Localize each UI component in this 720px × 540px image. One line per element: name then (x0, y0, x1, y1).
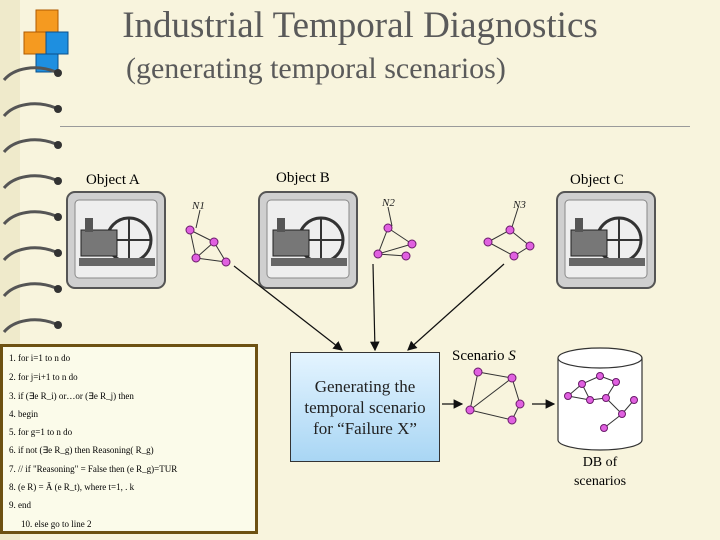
database-label: DB of scenarios (573, 455, 627, 489)
binder-hole-icon (54, 213, 62, 221)
algo-line: 9. end (9, 500, 31, 510)
algo-line: 4. begin (9, 409, 38, 419)
algo-line: 7. // if "Reasoning" = False then (e R_g… (9, 464, 178, 474)
slide-subtitle: (generating temporal scenarios) (126, 52, 506, 85)
generator-label: Generating the temporal scenario for “Fa… (304, 376, 426, 438)
object-a-label: Object A (86, 172, 140, 188)
binder-hole-icon (54, 141, 62, 149)
database-icon (557, 347, 643, 451)
algo-line: 8. (e R) = Ã (e R_t), where t=1, . k (9, 482, 135, 492)
binder-ring-icon (2, 246, 57, 262)
generator-box: Generating the temporal scenario for “Fa… (290, 352, 440, 462)
algo-line: 10. else go to line 2 (21, 519, 92, 529)
object-b-label: Object B (276, 170, 330, 186)
slide-title: Industrial Temporal Diagnostics (122, 5, 598, 46)
network-n1-label: N1 (192, 200, 205, 212)
binder-ring-icon (2, 318, 57, 334)
algorithm-box: 1. for i=1 to n do 2. for j=i+1 to n do … (0, 344, 258, 534)
algo-line: 5. for g=1 to n do (9, 427, 73, 437)
network-n3-label: N3 (513, 199, 526, 211)
algo-line: 2. for j=i+1 to n do (9, 372, 78, 382)
machine-a-icon (66, 191, 166, 289)
binder-hole-icon (54, 285, 62, 293)
graph-n1-nodes (185, 225, 231, 267)
object-c-label: Object C (570, 172, 624, 188)
binder-ring-icon (2, 210, 57, 226)
binder-ring-icon (2, 138, 57, 154)
scenario-label: Scenario S (452, 348, 516, 364)
algo-line: 3. if (∃e R_i) or…or (∃e R_j) then (9, 391, 134, 401)
machine-b-icon (258, 191, 358, 289)
binder-ring-icon (2, 66, 57, 82)
binder-hole-icon (54, 69, 62, 77)
network-n2-label: N2 (382, 197, 395, 209)
scenario-symbol: S (508, 348, 516, 364)
binder-ring-icon (2, 282, 57, 298)
binder-hole-icon (54, 321, 62, 329)
algo-line: 1. for i=1 to n do (9, 353, 71, 363)
title-rule (60, 126, 690, 127)
binder-ring-icon (2, 174, 57, 190)
binder-hole-icon (54, 177, 62, 185)
binder-hole-icon (54, 249, 62, 257)
binder-hole-icon (54, 105, 62, 113)
algo-line: 6. if not (∃e R_g) then Reasoning( R_g) (9, 445, 154, 455)
machine-c-icon (556, 191, 656, 289)
binder-ring-icon (2, 102, 57, 118)
